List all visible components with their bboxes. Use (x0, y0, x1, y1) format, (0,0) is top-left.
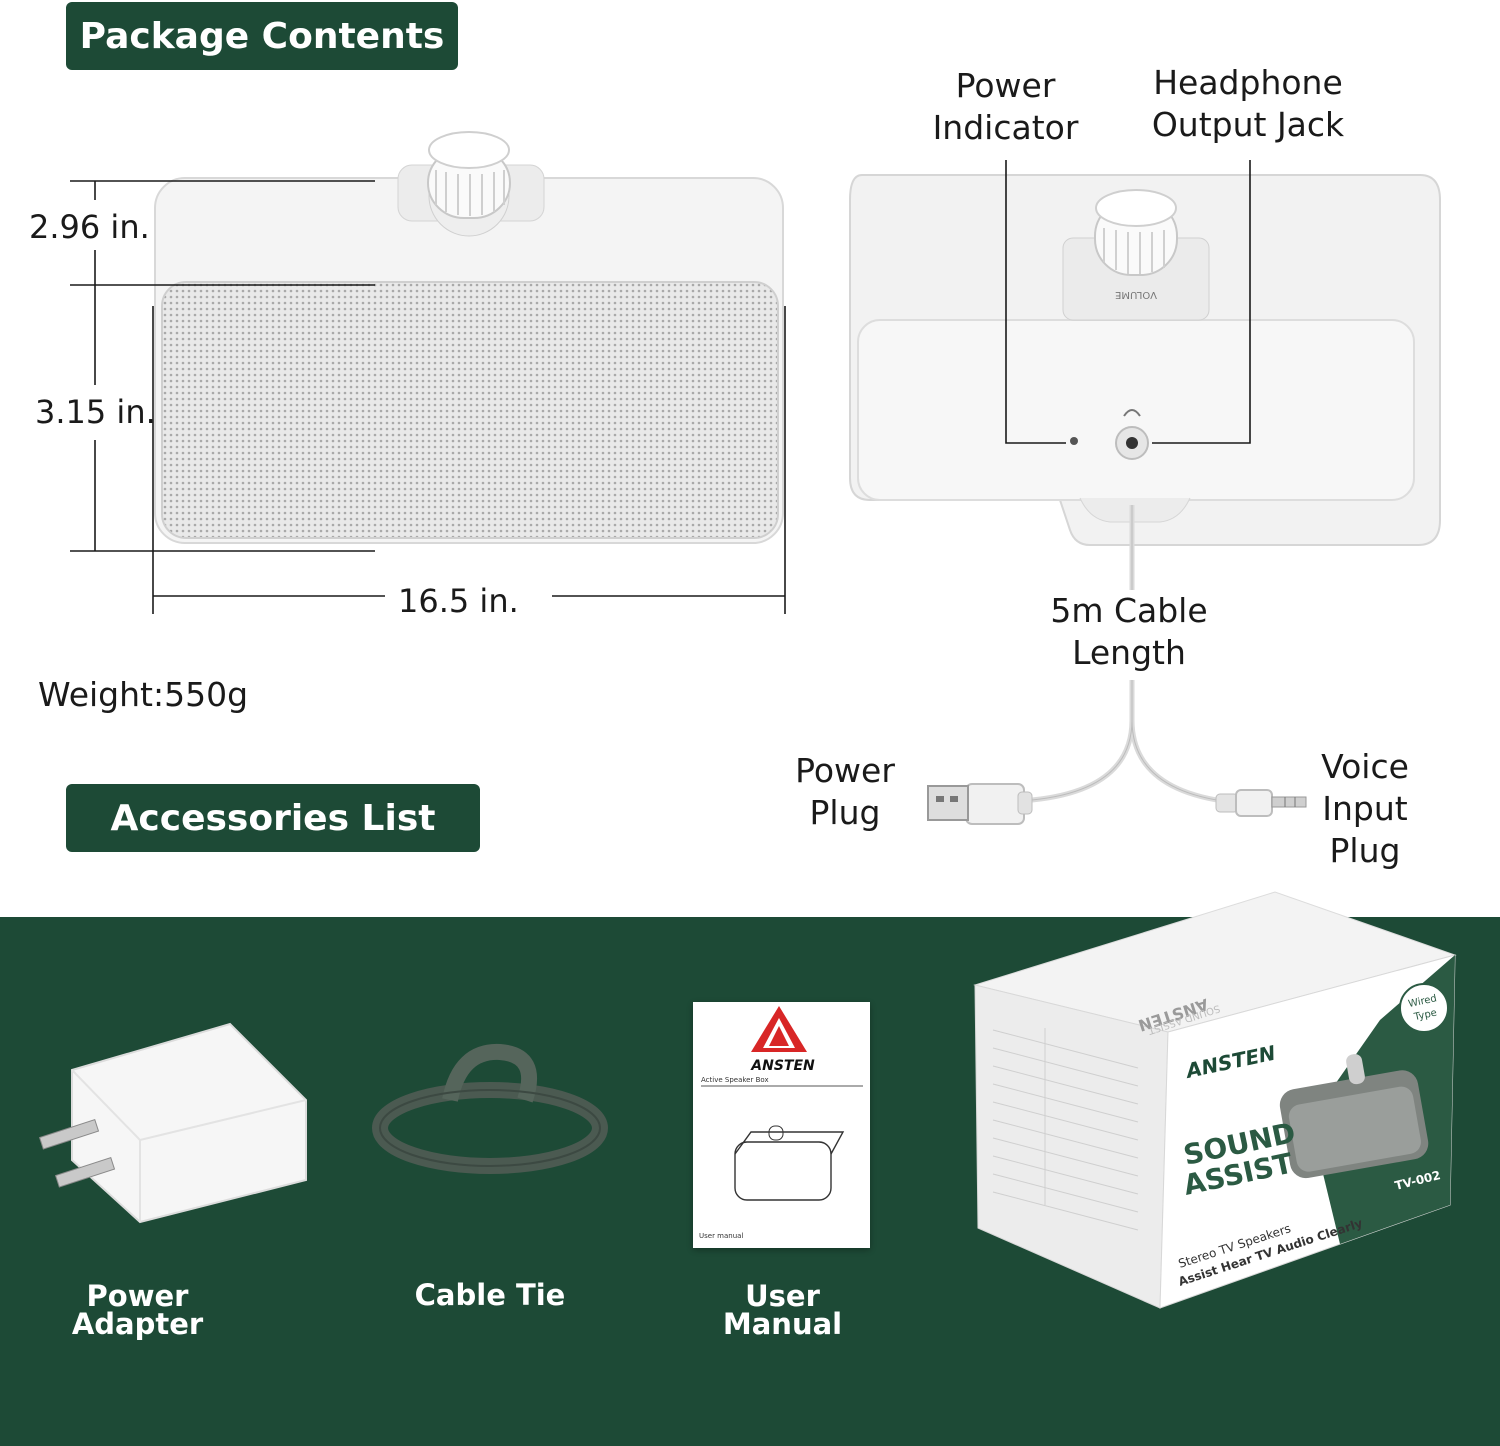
voice-input-callout: Voice Input Plug (1300, 746, 1430, 872)
user-manual-label-line1: User (745, 1279, 820, 1313)
package-contents-title: Package Contents (79, 15, 445, 57)
voice-input-line3: Plug (1329, 831, 1401, 870)
user-manual-illustration: ANSTEN Active Speaker Box User manual (693, 1002, 870, 1248)
weight-label: Weight:550g (38, 675, 249, 714)
product-box-illustration: Wired Type ANSTEN SOUND ASSIST TV-002 St… (973, 891, 1457, 1309)
front-speaker-illustration (70, 131, 786, 614)
height-front-dimension: 3.15 in. (35, 393, 156, 431)
power-indicator-line2: Indicator (932, 108, 1079, 147)
power-adapter-label: Power Adapter (40, 1279, 235, 1341)
power-adapter-label-line2: Adapter (71, 1307, 204, 1341)
user-manual-label-line2: Manual (722, 1307, 843, 1341)
volume-label: VOLUME (1115, 289, 1157, 300)
user-manual-label: User Manual (700, 1279, 865, 1341)
usb-plug-illustration (927, 783, 1033, 825)
voice-input-line2: Input (1322, 789, 1408, 828)
cable-length-callout: 5m Cable Length (1024, 590, 1234, 674)
power-adapter-illustration (38, 1022, 307, 1224)
power-indicator-led (1070, 437, 1078, 445)
box-badge-line2: Type (1412, 1008, 1438, 1024)
cable-tie-illustration (372, 1043, 608, 1174)
power-indicator-callout: Power Indicator (918, 65, 1093, 149)
package-contents-header: Package Contents (66, 2, 458, 70)
power-indicator-line1: Power (955, 66, 1056, 105)
cable-tie-label: Cable Tie (395, 1278, 585, 1312)
manual-subtitle: Active Speaker Box (701, 1076, 769, 1084)
manual-footer: User manual (699, 1232, 743, 1240)
back-speaker-illustration: VOLUME (849, 160, 1441, 825)
audio-plug-illustration (1215, 789, 1307, 817)
accessories-list-header: Accessories List (66, 784, 480, 852)
headphone-jack-line2: Output Jack (1151, 105, 1345, 144)
headphone-jack-callout: Headphone Output Jack (1128, 62, 1368, 146)
width-dimension: 16.5 in. (398, 582, 519, 620)
voice-input-line1: Voice (1321, 747, 1409, 786)
power-plug-line1: Power (795, 751, 895, 790)
manual-brand: ANSTEN (750, 1058, 815, 1074)
power-adapter-label-line1: Power (86, 1279, 189, 1313)
cable-length-line2: Length (1072, 633, 1186, 672)
cable-length-line1: 5m Cable (1050, 591, 1208, 630)
power-plug-callout: Power Plug (780, 750, 910, 834)
headphone-jack-line1: Headphone (1153, 63, 1343, 102)
power-plug-line2: Plug (809, 793, 881, 832)
cable-tie-label-line1: Cable Tie (414, 1278, 566, 1312)
height-top-dimension: 2.96 in. (29, 208, 150, 246)
accessories-list-title: Accessories List (110, 797, 436, 839)
